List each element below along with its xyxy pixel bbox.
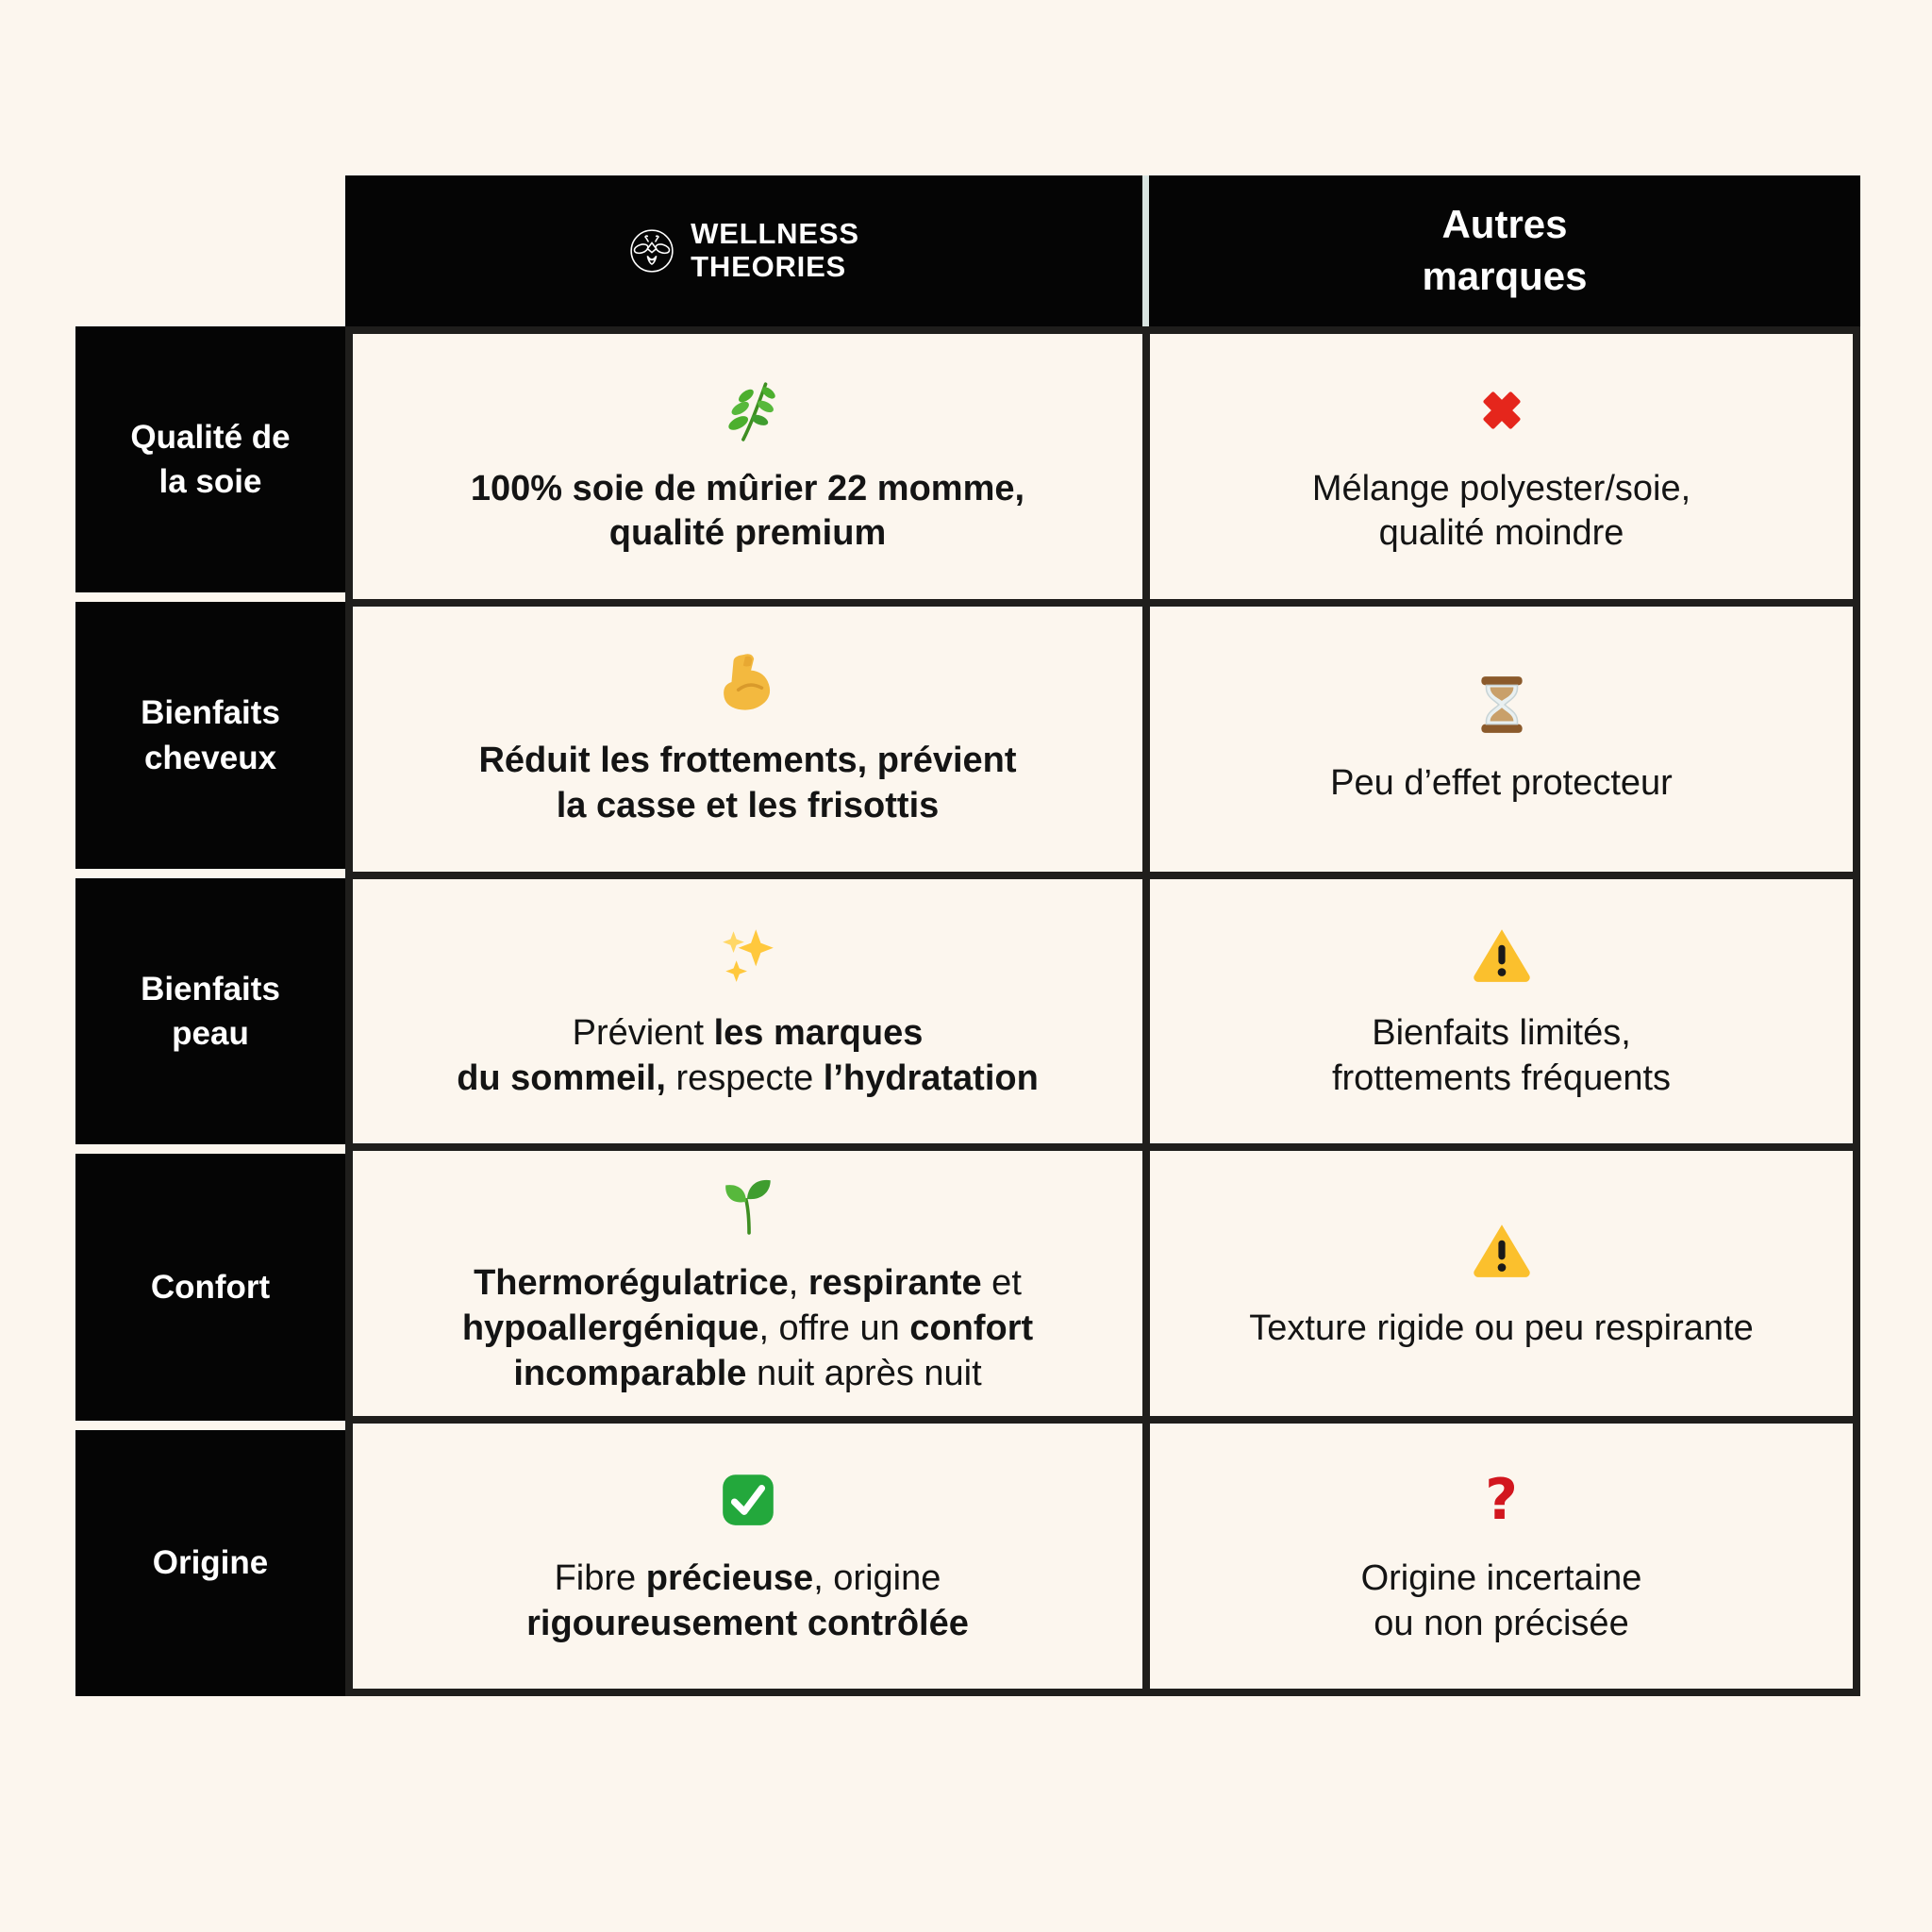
- cell-text: 100% soie de mûrier 22 momme,qualité pre…: [470, 468, 1025, 554]
- brand-name-line1: WELLNESS: [691, 217, 859, 251]
- bee-logo-icon: [628, 227, 675, 275]
- cell-text: Peu d’effet protecteur: [1330, 763, 1673, 804]
- cell-others: Mélange polyester/soie,qualité moindre: [1150, 334, 1853, 599]
- cell-text: Texture rigide ou peu respirante: [1249, 1307, 1754, 1348]
- flexed-biceps-icon: [717, 648, 779, 716]
- cross-mark-icon: [1471, 376, 1533, 444]
- brand-name-line2: THEORIES: [691, 250, 847, 283]
- row-label: Origine: [75, 1429, 345, 1697]
- cell-others: Peu d’effet protecteur: [1150, 607, 1853, 872]
- herb-icon: [717, 376, 779, 444]
- row-label: Confort: [75, 1154, 345, 1421]
- cell-others: Texture rigide ou peu respirante: [1150, 1151, 1853, 1416]
- cell-others: Bienfaits limités,frottements fréquents: [1150, 879, 1853, 1144]
- question-mark-icon: ?: [1485, 1466, 1518, 1533]
- header-brand-cell: WELLNESS THEORIES: [345, 175, 1142, 326]
- cell-wellness: 100% soie de mûrier 22 momme,qualité pre…: [353, 334, 1150, 599]
- brand-name: WELLNESS THEORIES: [691, 217, 859, 283]
- cell-text: Bienfaits limités,frottements fréquents: [1331, 1013, 1672, 1098]
- seedling-icon: [717, 1171, 779, 1239]
- table-row: 100% soie de mûrier 22 momme,qualité pre…: [353, 334, 1853, 599]
- sparkles-icon: [717, 921, 779, 989]
- warning-icon: [1471, 1216, 1533, 1284]
- hourglass-icon: [1471, 671, 1533, 739]
- table-body: 100% soie de mûrier 22 momme,qualité pre…: [345, 326, 1860, 1696]
- cell-text: Mélange polyester/soie,qualité moindre: [1311, 468, 1691, 554]
- warning-icon: [1471, 921, 1533, 989]
- check-mark-icon: [717, 1466, 779, 1534]
